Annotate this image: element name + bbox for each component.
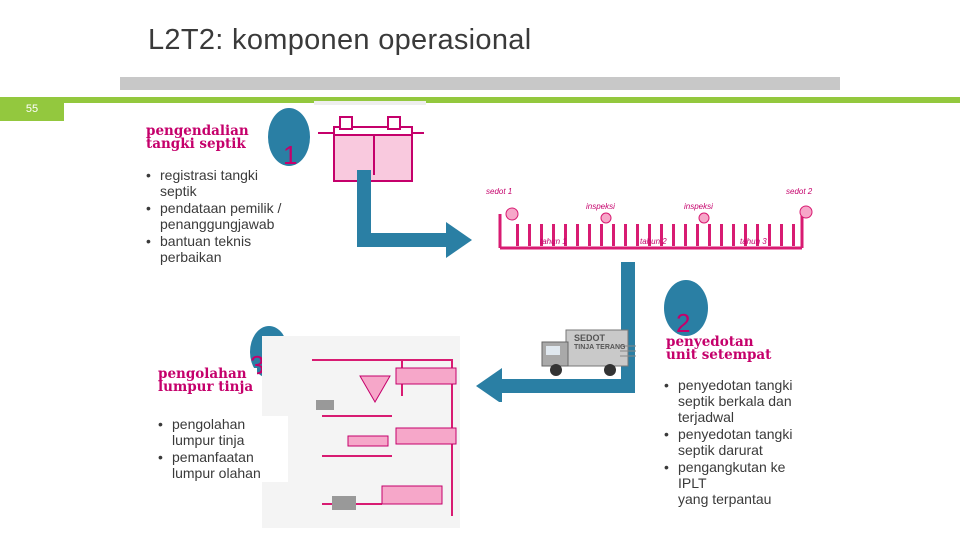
green-divider-bar (0, 97, 960, 103)
section1-heading-line2: tangki septik (146, 136, 246, 152)
section1-heading: pengendalian tangki septik (146, 123, 253, 152)
section3-heading: pengolahan lumpur tinja (158, 366, 258, 395)
list-item: pendataan pemilik /penanggungjawab (146, 200, 326, 232)
inspeksi-2-label: inspeksi (684, 202, 713, 211)
sludge-timeline: sedot 1 sedot 2 inspeksi inspeksi tahun … (476, 184, 826, 264)
section1-heading-line1: pengendalian (146, 123, 249, 139)
section2-heading: penyedotan unit setempat (666, 334, 776, 363)
inspeksi-1-label: inspeksi (586, 202, 615, 211)
tahun-3-label: tahun 3 (740, 237, 767, 246)
tahun-2-label: tahun 2 (640, 237, 667, 246)
title-underline-bar (120, 77, 840, 90)
section2-circle (664, 280, 708, 336)
treatment-plant-diagram (312, 359, 457, 516)
truck-icon (541, 329, 636, 376)
septic-tank-icon (318, 116, 424, 182)
treatment-plant-illustration (262, 336, 460, 528)
sedot-2-label: sedot 2 (786, 187, 813, 196)
truck-sign: SEDOT TINJA TERANG (574, 333, 626, 351)
section2-number: 2 (676, 308, 691, 338)
section2-heading-line2: unit setempat (666, 347, 772, 363)
septic-tank-illustration (314, 101, 426, 191)
section3-heading-line2: lumpur tinja (158, 379, 254, 395)
slide-title: L2T2: komponen operasional (148, 24, 532, 56)
flow-arrow-1 (357, 170, 472, 258)
flow-arrow-2 (476, 262, 635, 402)
section2-heading-line1: penyedotan (666, 334, 754, 350)
slide-number-badge: 55 (0, 97, 64, 121)
tahun-1-label: tahun 1 (540, 237, 567, 246)
section1-circle (268, 108, 310, 166)
section1-number: 1 (283, 140, 298, 170)
section3-heading-line1: pengolahan (158, 366, 247, 382)
sedot-1-label: sedot 1 (486, 187, 513, 196)
septage-truck-illustration: SEDOT TINJA TERANG (538, 326, 638, 382)
timeline-graphic (498, 205, 813, 250)
